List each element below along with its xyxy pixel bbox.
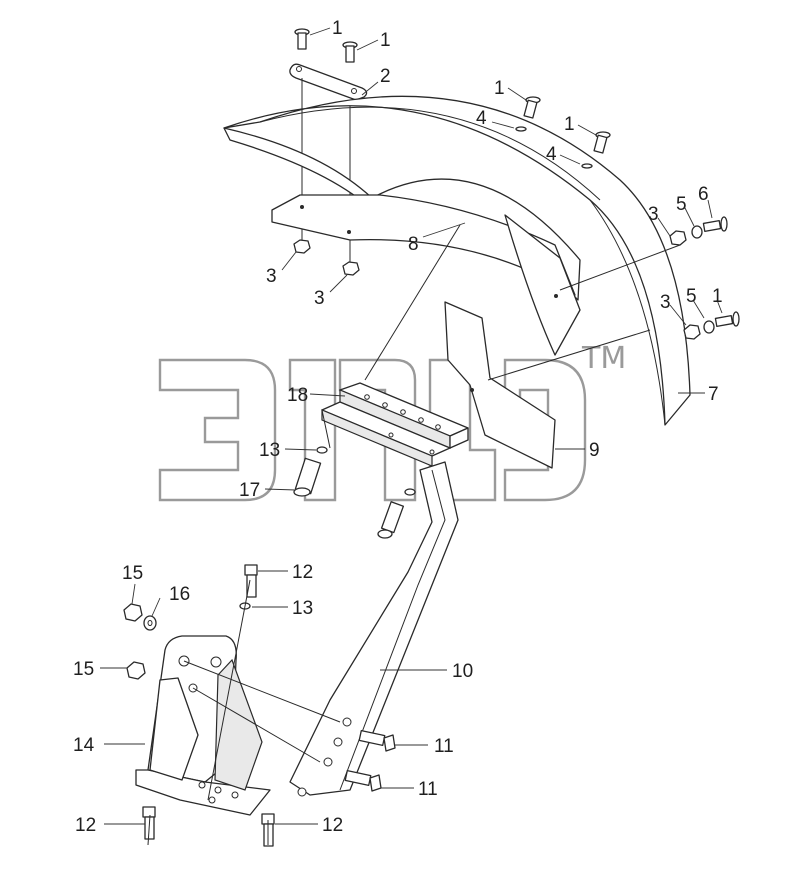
- callout-12: 12: [322, 815, 343, 836]
- callout-5: 5: [676, 194, 687, 215]
- nut-part-3-left: [293, 239, 311, 254]
- bolt-part-1-right: [714, 311, 740, 327]
- callout-9: 9: [589, 440, 600, 461]
- callout-12: 12: [292, 562, 313, 583]
- callout-17: 17: [239, 480, 260, 501]
- washer-part-5-lower: [703, 320, 715, 334]
- fender-bracket-part-8: [271, 194, 581, 356]
- crossbar-part-18: [321, 382, 469, 467]
- callout-3: 3: [660, 292, 671, 313]
- callout-13: 13: [292, 598, 313, 619]
- bolt-part-1-top-left: [294, 28, 310, 50]
- washer-part-5-upper: [691, 225, 703, 239]
- callout-11: 11: [418, 779, 438, 800]
- bolt-part-17: [293, 457, 322, 497]
- bolt-part-1-mid-a: [523, 96, 541, 119]
- nut-part-3-right-upper: [669, 230, 687, 246]
- callout-2: 2: [380, 66, 391, 87]
- callout-11: 11: [434, 736, 454, 757]
- nut-part-15-lower: [126, 661, 146, 680]
- callout-3: 3: [266, 266, 277, 287]
- washer-part-4-b: [581, 163, 593, 169]
- callout-6: 6: [698, 184, 709, 205]
- callout-3: 3: [648, 204, 659, 225]
- support-arm-part-10: [289, 461, 459, 797]
- bolt-part-11-upper: [358, 729, 396, 752]
- callout-3: 3: [314, 288, 325, 309]
- nut-part-3-middle: [342, 261, 360, 276]
- washer-part-13-b: [404, 488, 416, 496]
- callout-1: 1: [380, 30, 391, 51]
- bolt-part-1-top-right: [342, 41, 358, 63]
- bolt-part-6: [702, 216, 728, 232]
- callout-1: 1: [712, 286, 723, 307]
- mudflap-part-9: [444, 301, 556, 469]
- bolt-part-12-top: [244, 564, 258, 598]
- callout-8: 8: [408, 234, 419, 255]
- bolt-part-17-b: [377, 501, 405, 539]
- mount-bracket-part-14: [135, 635, 271, 816]
- callout-10: 10: [452, 661, 473, 682]
- washer-part-13-upper: [316, 446, 328, 454]
- callout-1: 1: [564, 114, 575, 135]
- plate-part-2: [289, 63, 368, 101]
- nut-part-15-upper: [123, 603, 143, 622]
- assembly-lines: [147, 224, 681, 846]
- callout-14: 14: [73, 735, 95, 756]
- callout-7: 7: [708, 384, 719, 405]
- washer-part-16: [143, 615, 157, 631]
- leader-lines: [100, 27, 723, 825]
- callout-13: 13: [259, 440, 280, 461]
- callout-4: 4: [546, 144, 557, 165]
- callout-4: 4: [476, 108, 487, 129]
- nut-part-3-right-lower: [683, 324, 701, 340]
- watermark-tm: TM: [581, 341, 626, 376]
- callout-15: 15: [122, 563, 143, 584]
- callout-1: 1: [494, 78, 505, 99]
- washer-part-4-a: [515, 126, 527, 132]
- callouts: 1 1 2 1 4 1 4 3 5 6 8 3 3 3 5 1 7 18 9 1…: [73, 18, 723, 836]
- callout-1: 1: [332, 18, 343, 39]
- callout-18: 18: [287, 385, 308, 406]
- callout-12: 12: [75, 815, 96, 836]
- callout-15: 15: [73, 659, 94, 680]
- bolt-part-1-mid-b: [593, 131, 611, 154]
- callout-5: 5: [686, 286, 697, 307]
- bolt-part-11-lower: [344, 769, 382, 792]
- callout-16: 16: [169, 584, 190, 605]
